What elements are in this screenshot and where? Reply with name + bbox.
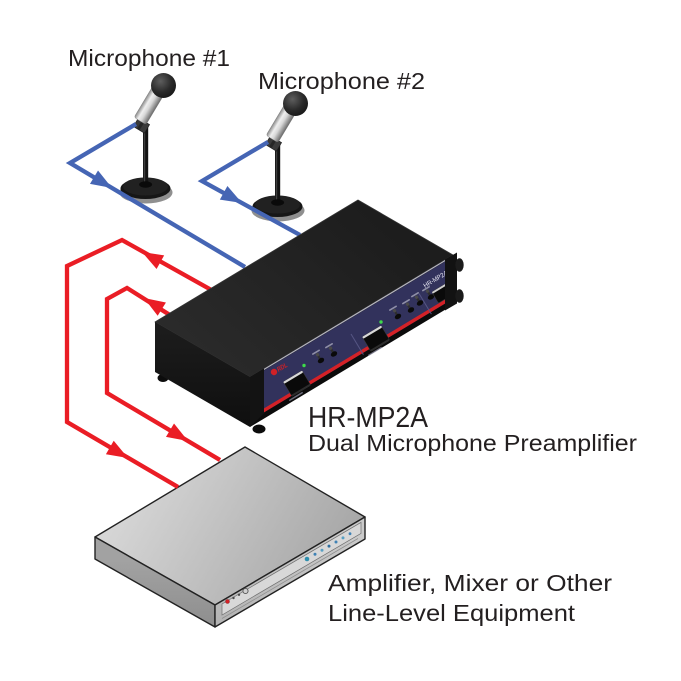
mic2-label: Microphone #2: [258, 68, 425, 94]
arrow-icon: [142, 252, 165, 270]
mic-stand: [143, 127, 149, 187]
preamp-left-face: [155, 322, 250, 427]
preamp-output-cable-2: [104, 285, 222, 462]
mic-head: [151, 73, 176, 98]
microphone-2: [251, 91, 308, 222]
mic-stand-hub: [271, 199, 285, 206]
amplifier-front-controls: [225, 587, 249, 604]
mic1-cable-blue: [65, 122, 247, 269]
arrow-icon: [165, 423, 188, 441]
power-led: [225, 599, 230, 604]
channel2-led: [379, 320, 383, 324]
power-button: [242, 587, 249, 595]
channel1-led: [302, 363, 306, 368]
cable-line: [104, 285, 222, 462]
cable-line: [65, 122, 247, 269]
mic2-cable-blue: [197, 140, 302, 237]
rack-ear-right: [445, 252, 457, 311]
rdl-logo: RDL: [270, 362, 289, 376]
preamp-model-label: HR-MP2A: [308, 402, 428, 434]
cable-line: [197, 140, 302, 237]
panel-bevel-highlight: [262, 259, 447, 371]
mic-stand-hub: [139, 181, 153, 188]
preamp-foot: [252, 424, 266, 434]
preamp-front-panel: [263, 261, 446, 413]
arrow-icon: [89, 170, 112, 188]
mic-stand-highlight: [143, 127, 146, 187]
preamp-output-cable-1: [64, 237, 217, 489]
rack-ear-left: [250, 368, 264, 427]
microphone-1: [119, 73, 176, 204]
mic-head: [283, 91, 308, 116]
arrow-icon: [219, 185, 242, 203]
preamp-description-label: Dual Microphone Preamplifier: [308, 430, 637, 456]
amplifier-device: [94, 446, 366, 628]
rack-handle: [455, 258, 464, 272]
amplifier-panel-inset: [221, 521, 362, 616]
amplifier-label-line1: Amplifier, Mixer or Other: [328, 570, 612, 596]
preamp-device: RDL HR-MP2A: [154, 199, 464, 434]
channel-divider: [418, 293, 432, 315]
amplifier-label-line2: Line-Level Equipment: [328, 600, 576, 626]
rdl-logo-text: RDL: [276, 362, 289, 374]
amplifier-tray-groove: [221, 538, 359, 619]
arrow-icon: [105, 440, 128, 458]
channel-divider: [350, 333, 364, 355]
mic1-label: Microphone #1: [68, 45, 230, 71]
led-indicators: [304, 532, 352, 562]
arrow-icon: [144, 298, 166, 316]
mic-stand-highlight: [275, 145, 278, 205]
mic-stand: [275, 145, 281, 205]
rack-handle: [455, 289, 464, 303]
